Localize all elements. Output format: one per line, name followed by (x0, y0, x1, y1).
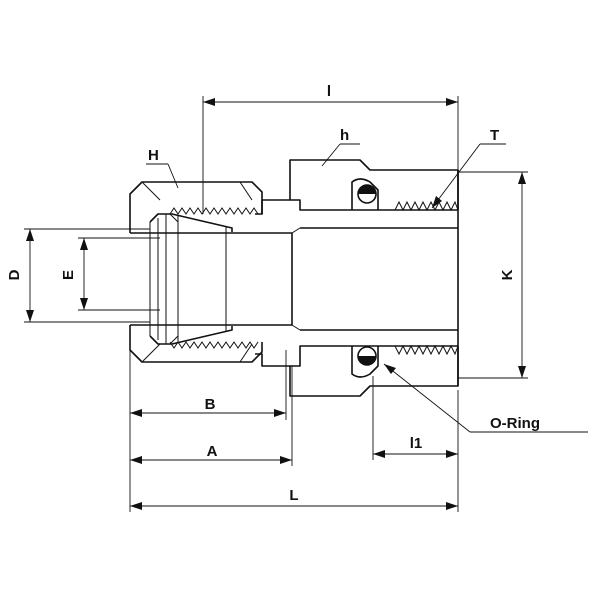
label-l: l (327, 83, 331, 100)
label-D: D (6, 269, 23, 280)
ferrules (149, 213, 233, 345)
dimension-e (78, 237, 160, 311)
label-H: H (148, 147, 159, 164)
dimension-d (24, 228, 150, 323)
nut-thread-upper (169, 207, 259, 215)
label-L: L (289, 487, 298, 504)
dimension-l (202, 96, 459, 214)
fitting-body-outline (255, 159, 459, 397)
leader-h-nut (146, 163, 179, 189)
nut-outline (129, 181, 263, 363)
label-E: E (60, 270, 77, 280)
label-B: B (205, 396, 216, 413)
o-ring-lower (351, 346, 379, 378)
dimension-a (130, 366, 293, 466)
label-t: T (490, 127, 499, 144)
dimension-k (458, 171, 528, 379)
nut-thread-lower (169, 341, 259, 349)
label-A: A (207, 443, 218, 460)
dimension-L (130, 502, 458, 510)
leader-o-ring (383, 363, 588, 433)
body-thread-upper (394, 200, 459, 212)
label-o-ring: O-Ring (490, 415, 540, 432)
o-ring-upper (351, 178, 379, 210)
label-K: K (499, 269, 516, 280)
tube (130, 227, 458, 331)
label-l1: l1 (410, 435, 423, 452)
label-h: h (340, 127, 349, 144)
dimension-b (129, 350, 287, 512)
body-thread-lower (394, 344, 459, 356)
dimension-l1 (372, 376, 459, 512)
leader-h (321, 143, 360, 167)
leader-t (431, 143, 506, 209)
